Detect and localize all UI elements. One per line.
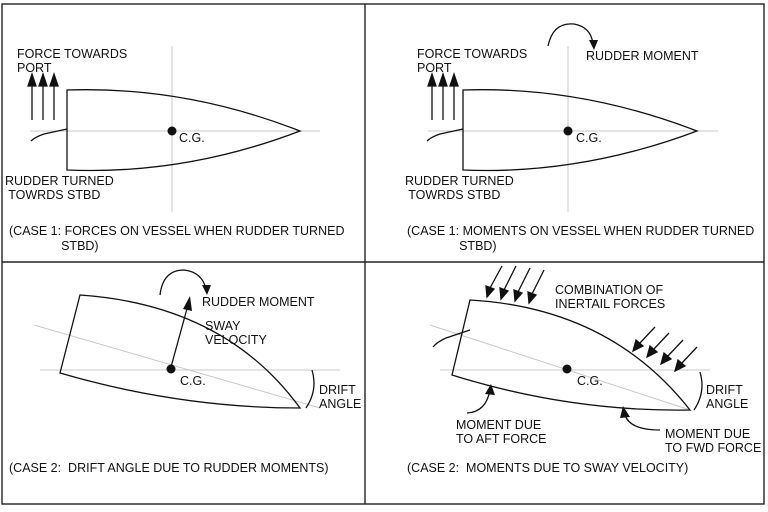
force-towards-port-label: FORCE TOWARDS PORT xyxy=(17,47,128,75)
cg-point xyxy=(562,364,572,374)
reference-lines xyxy=(33,324,340,409)
cg-label: C.G. xyxy=(576,131,602,145)
rudder-shape xyxy=(432,329,471,348)
sway-velocity-label: SWAY VELOCITY xyxy=(205,319,267,347)
hull-outline xyxy=(451,299,692,411)
hull-outline xyxy=(66,89,302,172)
inertial-force-arrows-fwd xyxy=(631,326,698,373)
fwd-force-moment-label: MOMENT DUE TO FWD FORCE xyxy=(665,427,762,455)
force-arrows xyxy=(427,71,459,120)
case-caption: (CASE 2: DRIFT ANGLE DUE TO RUDDER MOMEN… xyxy=(9,461,329,475)
rudder-turned-label: RUDDER TURNED TOWRDS STBD xyxy=(405,174,514,202)
cg-label: C.G. xyxy=(180,374,206,388)
drift-angle-arc xyxy=(305,369,315,409)
rudder-moment-arrow xyxy=(159,269,207,296)
cg-point xyxy=(563,126,573,136)
case-caption: (CASE 1: MOMENTS ON VESSEL WHEN RUDDER T… xyxy=(407,224,755,253)
rudder-moment-label: RUDDER MOMENT xyxy=(202,295,315,309)
inertial-force-arrows-aft xyxy=(485,265,545,305)
force-arrows xyxy=(27,71,59,120)
aft-force-moment-label: MOMENT DUE TO AFT FORCE xyxy=(456,418,547,446)
cg-point xyxy=(167,126,177,136)
case-caption: (CASE 2: MOMENTS DUE TO SWAY VELOCITY) xyxy=(407,461,689,475)
reference-lines xyxy=(429,324,710,411)
force-towards-port-label: FORCE TOWARDS PORT xyxy=(417,47,528,75)
rudder-shape xyxy=(30,128,68,142)
sway-velocity-arrow xyxy=(170,304,189,368)
rudder-shape xyxy=(426,128,464,142)
fwd-moment-arrow xyxy=(624,414,661,431)
rudder-moment-arrow xyxy=(547,23,594,47)
rudder-moment-label: RUDDER MOMENT xyxy=(586,49,699,63)
case-caption: (CASE 1: FORCES ON VESSEL WHEN RUDDER TU… xyxy=(9,224,345,253)
drift-angle-label: DRIFT ANGLE xyxy=(319,383,362,411)
rudder-turned-label: RUDDER TURNED TOWRDS STBD xyxy=(5,174,114,202)
cg-point xyxy=(166,364,176,374)
panel-br-drawing xyxy=(429,265,710,431)
drift-angle-label: DRIFT ANGLE xyxy=(706,383,749,411)
hull-outline xyxy=(462,89,699,172)
panel-frame xyxy=(1,3,765,505)
panel-tr-drawing xyxy=(426,23,718,212)
cg-label: C.G. xyxy=(577,374,603,388)
drift-angle-arc xyxy=(693,371,703,411)
panel-bl-drawing xyxy=(33,269,340,409)
panel-tl-drawing xyxy=(27,46,320,212)
cg-label: C.G. xyxy=(179,131,205,145)
hull-outline xyxy=(59,294,302,409)
inertial-forces-label: COMBINATION OF INERTAIL FORCES xyxy=(555,283,666,311)
